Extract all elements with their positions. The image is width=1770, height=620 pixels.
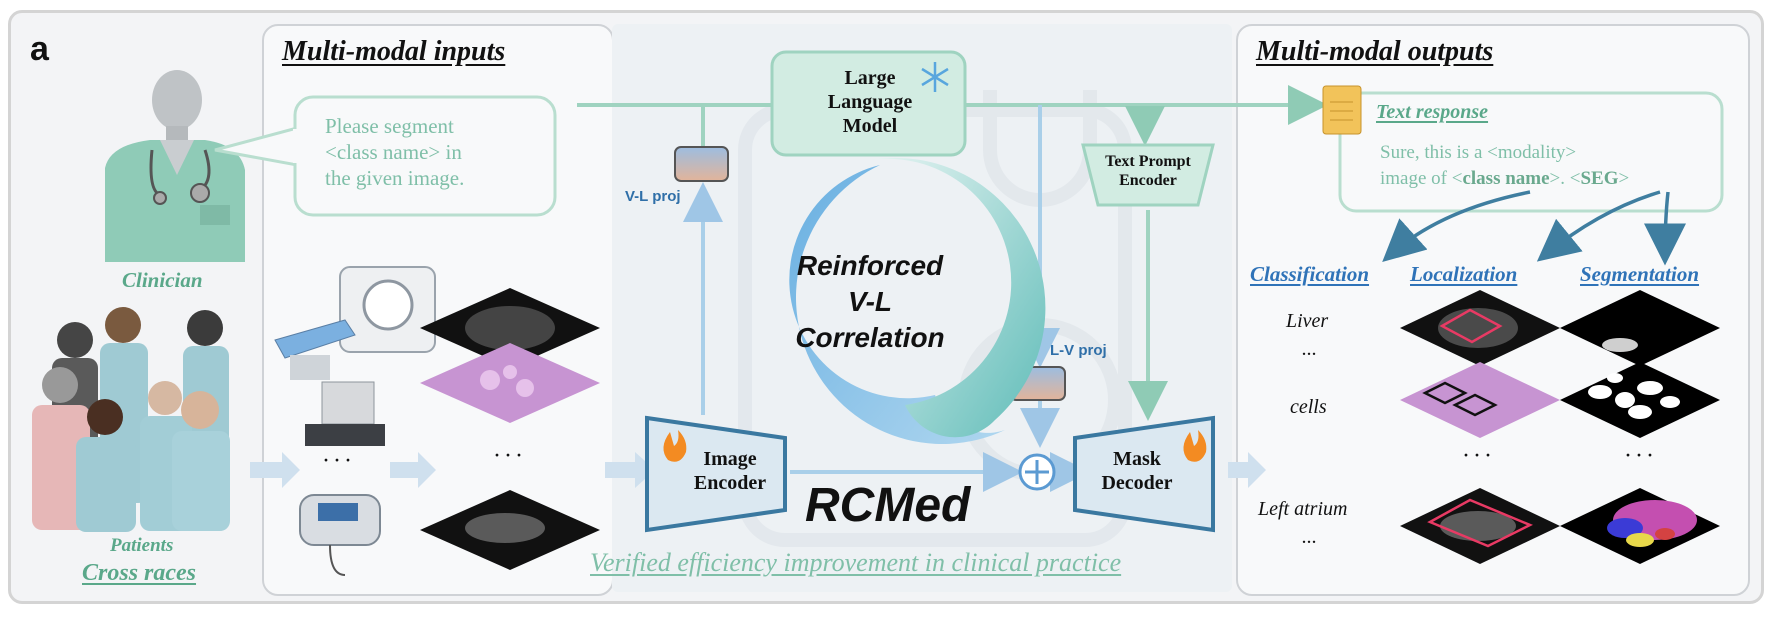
image-encoder-line-2: Encoder — [693, 472, 767, 494]
prompt-line-3: the given image. — [325, 166, 465, 190]
vl-correlation-ring-icon — [789, 157, 1046, 445]
localization-dots: ··· — [1462, 443, 1495, 469]
model-name: RCMed — [805, 479, 971, 532]
text-response-title: Text response — [1376, 101, 1489, 123]
image-encoder-line-1: Image — [703, 448, 757, 470]
input-image-ct — [420, 288, 600, 368]
segmentation-dots: ··· — [1624, 443, 1657, 469]
cross-races-label: Cross races — [82, 560, 197, 586]
text-prompt-encoder-label: Text Prompt Encoder — [1085, 152, 1211, 190]
task-localization: Localization — [1410, 262, 1518, 286]
text-prompt-line-2: Encoder — [1119, 172, 1177, 190]
clinician-icon — [105, 70, 245, 262]
panel-letter: a — [30, 30, 49, 68]
efficiency-note: Verified efficiency improvement in clini… — [590, 548, 1122, 577]
mask-decoder-line-1: Mask — [1113, 448, 1161, 470]
microscope-scanner-icon — [305, 381, 385, 446]
add-operator-icon — [1018, 453, 1056, 491]
response-seg: SEG — [1580, 168, 1619, 189]
segmentation-image-pathology — [1560, 362, 1720, 438]
class-ellipsis-2: ... — [1302, 526, 1317, 548]
flame-icon — [663, 430, 1207, 462]
input-image-dots: ··· — [493, 443, 526, 469]
input-image-ultrasound — [420, 490, 600, 570]
localization-image-ultrasound — [1400, 488, 1560, 564]
response-end: > — [1618, 168, 1630, 189]
response-line-1: Sure, this is a <modality> — [1380, 142, 1577, 163]
llm-box — [770, 50, 967, 157]
mask-decoder-shape — [1073, 415, 1215, 533]
class-liver: Liver — [1286, 310, 1329, 332]
llm-line-2: Language — [827, 91, 913, 113]
prompt-text: Please segment <class name> in the given… — [325, 113, 464, 191]
lv-proj-label: L-V proj — [1050, 342, 1107, 359]
llm-label: Large Language Model — [805, 66, 935, 138]
response-mid: >. < — [1549, 168, 1581, 189]
text-response-box — [1338, 91, 1724, 213]
segmentation-image-ct — [1560, 290, 1720, 366]
outputs-title: Multi-modal outputs — [1256, 36, 1494, 67]
vl-proj-block — [674, 146, 729, 182]
prompt-line-2: <class name> in — [325, 140, 462, 164]
response-line-2: image of <class name>. <SEG> — [1380, 166, 1629, 192]
class-ellipsis-1: ... — [1302, 338, 1317, 360]
center-line-2: V-L — [847, 286, 893, 317]
response-text: Sure, this is a <modality> image of <cla… — [1380, 140, 1629, 192]
text-prompt-encoder-shape — [1081, 143, 1215, 207]
llm-line-3: Model — [842, 115, 898, 137]
inputs-title: Multi-modal inputs — [282, 36, 506, 67]
localization-image-ct — [1400, 290, 1560, 366]
response-pre: image of < — [1380, 168, 1463, 189]
flow-arrows — [250, 452, 1266, 488]
image-encoder-label: Image Encoder — [680, 447, 780, 495]
class-left-atrium: Left atrium — [1258, 498, 1348, 520]
mask-decoder-label: Mask Decoder — [1082, 447, 1192, 495]
localization-image-pathology — [1400, 362, 1560, 438]
response-class: class name — [1462, 168, 1550, 189]
ct-scanner-icon — [274, 266, 436, 380]
mask-decoder-line-2: Decoder — [1101, 472, 1173, 494]
task-classification: Classification — [1250, 262, 1370, 286]
snowflake-icon — [921, 62, 949, 92]
center-concept: Reinforced V-L Correlation — [770, 248, 970, 356]
device-dots: ··· — [322, 448, 355, 474]
ultrasound-device-icon — [299, 494, 381, 576]
llm-line-1: Large — [844, 67, 896, 89]
prompt-line-1: Please segment — [325, 114, 454, 138]
text-prompt-line-1: Text Prompt — [1105, 153, 1191, 170]
clinician-label: Clinician — [122, 268, 203, 292]
class-cells: cells — [1290, 396, 1327, 418]
vl-proj-label: V-L proj — [625, 188, 681, 205]
task-segmentation: Segmentation — [1580, 262, 1700, 286]
segmentation-image-ultrasound — [1560, 488, 1720, 564]
input-image-pathology — [420, 343, 600, 423]
center-line-1: Reinforced — [796, 250, 944, 281]
patients-label: Patients — [110, 535, 174, 556]
note-icon — [1322, 85, 1362, 135]
patients-icon — [32, 307, 230, 532]
center-line-3: Correlation — [795, 322, 945, 353]
